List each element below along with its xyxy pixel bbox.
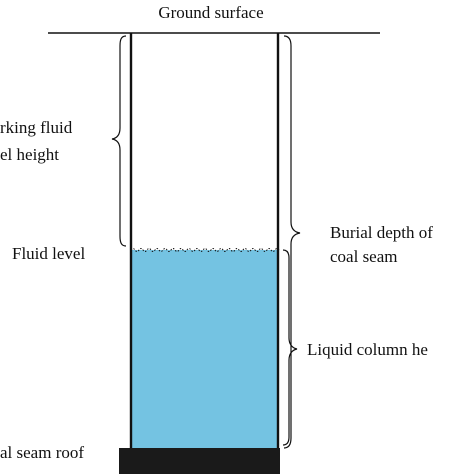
working-fluid-label-line1: rking fluid (0, 118, 73, 137)
burial-depth-label-line2: coal seam (330, 247, 398, 266)
working-fluid-label-line2: el height (0, 145, 59, 164)
working-fluid-brace (111, 35, 127, 247)
ground-surface-label: Ground surface (158, 3, 263, 22)
liquid-column-brace (282, 249, 298, 446)
coal-seam-roof-label: al seam roof (0, 443, 84, 462)
fluid-column (131, 250, 278, 448)
fluid-level-label: Fluid level (12, 244, 85, 263)
burial-depth-label-line1: Burial depth of (330, 223, 433, 242)
fluid-level-surface (130, 248, 280, 252)
coal-seam-roof-block (119, 448, 280, 474)
burial-depth-brace (283, 35, 301, 449)
liquid-column-label: Liquid column he (307, 340, 428, 359)
